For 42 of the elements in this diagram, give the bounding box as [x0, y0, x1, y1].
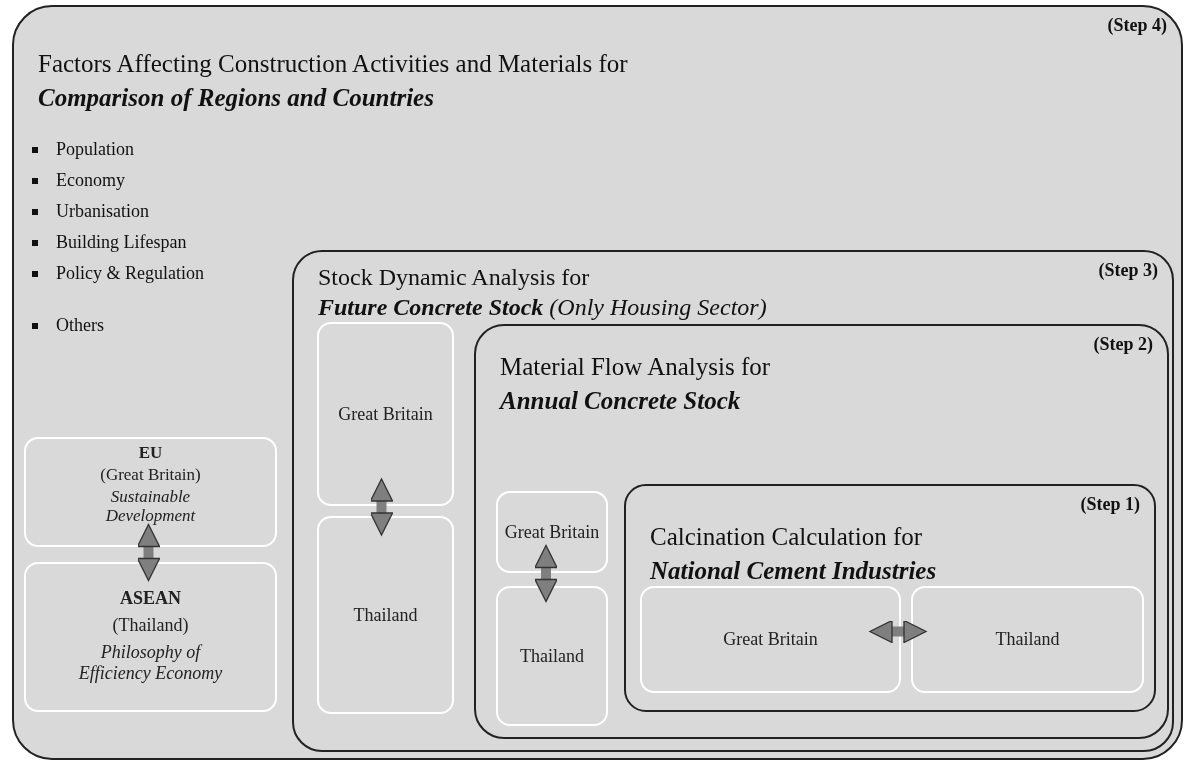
double-arrow — [369, 478, 394, 536]
country-name: (Great Britain) — [100, 465, 201, 484]
region-box — [496, 586, 608, 726]
step-panel — [12, 5, 1183, 760]
bullet-item: Urbanisation — [56, 201, 150, 222]
bullet-item: Building Lifespan — [56, 232, 188, 253]
step-label: (Step 1) — [1080, 494, 1140, 515]
bullet-item: Population — [56, 139, 135, 160]
region-box — [911, 586, 1144, 693]
bullet-item: Policy & Regulation — [56, 263, 204, 284]
panel-heading: Material Flow Analysis for Annual Concrete Stock — [500, 352, 771, 416]
step-panel — [292, 250, 1174, 752]
panel-heading: Stock Dynamic Analysis for Future Concrete Stock (Only Housing Sector) — [318, 263, 767, 322]
region-box — [640, 586, 901, 693]
country-name: Thailand — [995, 629, 1060, 650]
double-arrow — [869, 619, 927, 644]
region-name: ASEAN — [120, 588, 181, 609]
region-name: EU — [138, 443, 163, 462]
step-label: (Step 2) — [1093, 334, 1153, 355]
double-arrow — [534, 544, 558, 603]
policy-note: Philosophy of Efficiency Economy — [77, 642, 224, 684]
region-box — [24, 437, 277, 547]
bullet-item: Economy — [56, 170, 126, 191]
country-name: Great Britain — [338, 403, 433, 425]
bullet-item: Others — [56, 315, 105, 336]
step-label: (Step 3) — [1098, 260, 1158, 281]
country-name: Great Britain — [504, 521, 600, 543]
country-name: Thailand — [520, 645, 584, 667]
region-box — [24, 562, 277, 712]
double-arrow — [136, 523, 161, 582]
region-box — [496, 491, 608, 573]
step-panel — [624, 484, 1156, 712]
panel-heading: Calcination Calculation for National Cement Industries — [650, 522, 937, 586]
policy-note: Sustainable Development — [104, 487, 197, 525]
step-label: (Step 4) — [1107, 15, 1167, 36]
region-box — [317, 322, 454, 506]
panel-heading: Factors Affecting Construction Activities and Materials for Comparison of Regions and Countries — [38, 49, 628, 113]
country-name: (Thailand) — [112, 615, 189, 636]
country-name: Thailand — [353, 604, 418, 626]
region-box — [317, 516, 454, 714]
step-panel — [474, 324, 1169, 739]
country-name: Great Britain — [723, 629, 818, 650]
